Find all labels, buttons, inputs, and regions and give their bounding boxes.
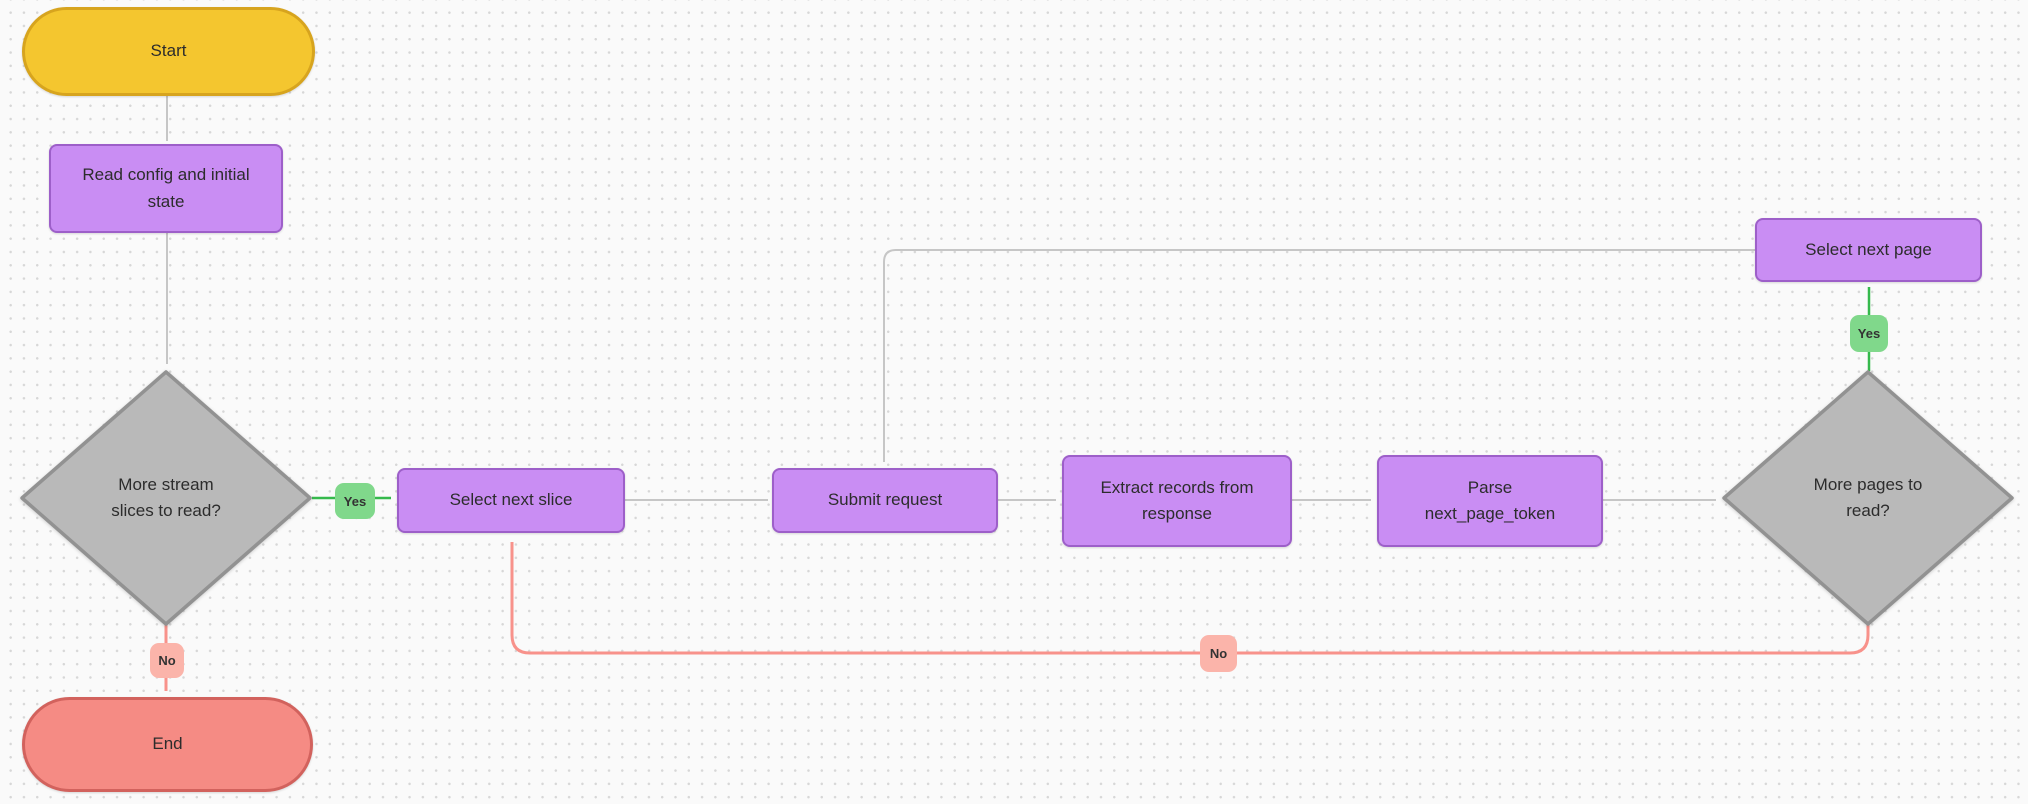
edge-label-text: No xyxy=(158,653,176,668)
edge-label-pages-yes[interactable]: Yes xyxy=(1850,315,1888,352)
node-label: Select next slice xyxy=(449,490,573,510)
edge-label-pages-no[interactable]: No xyxy=(1200,635,1237,672)
node-label: More stream slices to read? xyxy=(111,474,221,520)
node-submit-request[interactable]: Submit request xyxy=(772,468,998,533)
node-end[interactable]: End xyxy=(22,697,313,792)
node-select-next-page[interactable]: Select next page xyxy=(1755,218,1982,282)
node-label: Read config and initial state xyxy=(82,165,250,211)
edge-more-pages-no xyxy=(510,542,1870,655)
node-more-pages[interactable]: More pages to read? xyxy=(1720,368,2016,628)
node-label: Select next page xyxy=(1805,239,1932,259)
edge-select-page-to-submit xyxy=(883,249,1755,462)
node-label: End xyxy=(152,734,183,754)
edge-label-slices-no[interactable]: No xyxy=(150,643,184,678)
node-label: More pages to read? xyxy=(1813,474,1923,520)
node-more-stream-slices[interactable]: More stream slices to read? xyxy=(18,368,314,628)
node-label: Parse next_page_token xyxy=(1424,477,1556,523)
edge-label-text: Yes xyxy=(343,493,367,509)
node-label: Submit request xyxy=(827,490,943,510)
node-select-next-slice[interactable]: Select next slice xyxy=(397,468,625,533)
node-parse-next-page-token[interactable]: Parse next_page_token xyxy=(1377,455,1603,547)
node-start[interactable]: Start xyxy=(22,7,315,96)
node-read-config[interactable]: Read config and initial state xyxy=(49,144,283,233)
node-label: Start xyxy=(150,41,187,61)
edge-label-text: Yes xyxy=(1857,326,1881,341)
diamond-shape xyxy=(1722,370,2014,626)
edge-label-text: No xyxy=(1209,646,1228,661)
node-label: Extract records from response xyxy=(1100,477,1254,523)
node-extract-records[interactable]: Extract records from response xyxy=(1062,455,1292,547)
diamond-shape xyxy=(20,370,312,626)
edge-label-slices-yes[interactable]: Yes xyxy=(335,483,375,519)
